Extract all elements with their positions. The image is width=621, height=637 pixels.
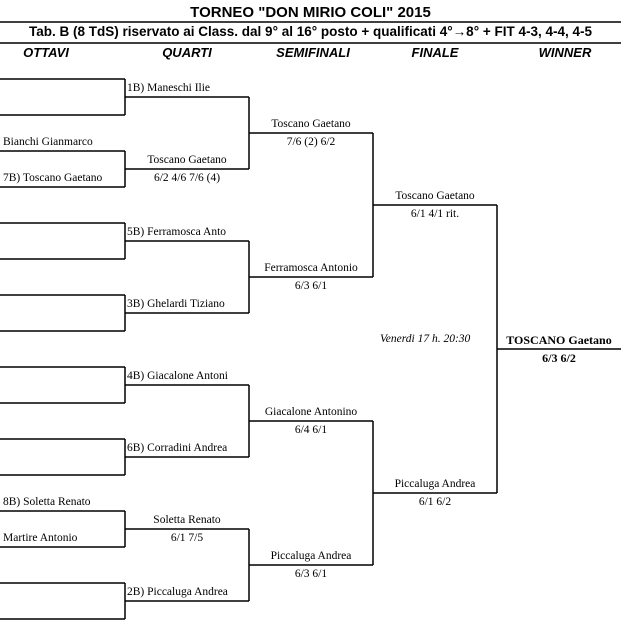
semifinal-player: Giacalone Antonino — [264, 406, 358, 418]
semifinal-score: 7/6 (2) 6/2 — [286, 136, 336, 148]
round-header-semifinali: SEMIFINALI — [276, 45, 350, 60]
round-header-winner: WINNER — [538, 45, 592, 60]
semifinal-score: 6/3 6/1 — [294, 568, 328, 580]
round-header-finale: FINALE — [411, 45, 459, 60]
semifinal-player: Ferramosca Antonio — [264, 262, 358, 274]
tournament-subtitle: Tab. B (8 TdS) riservato ai Class. dal 9… — [28, 24, 593, 39]
quarti-player: 2B) Piccaluga Andrea — [127, 586, 228, 598]
quarti-player: Toscano Gaetano — [147, 154, 227, 166]
ottavi-player: 7B) Toscano Gaetano — [3, 172, 103, 184]
ottavi-player: Martire Antonio — [3, 532, 78, 544]
quarti-player: 1B) Maneschi Ilie — [127, 82, 211, 94]
final-score: 6/1 6/2 — [418, 496, 452, 508]
ottavi-player: 8B) Soletta Renato — [3, 496, 91, 508]
round-header-ottavi: OTTAVI — [23, 45, 69, 60]
quarti-player: 4B) Giacalone Antoni — [127, 370, 228, 382]
semifinal-player: Toscano Gaetano — [271, 118, 351, 130]
quarti-player: Soletta Renato — [153, 514, 221, 526]
quarti-score: 6/2 4/6 7/6 (4) — [153, 172, 221, 184]
final-score: 6/1 4/1 rit. — [410, 208, 460, 220]
winner-name: TOSCANO Gaetano — [506, 333, 612, 347]
quarti-player: 6B) Corradini Andrea — [127, 442, 228, 454]
final-schedule: Venerdi 17 h. 20:30 — [380, 333, 471, 345]
ottavi-player: Bianchi Gianmarco — [3, 136, 93, 148]
winner-score: 6/3 6/2 — [542, 351, 576, 365]
quarti-player: 3B) Ghelardi Tiziano — [127, 298, 225, 310]
tournament-title: TORNEO "DON MIRIO COLI" 2015 — [190, 4, 431, 21]
quarti-player: 5B) Ferramosca Anto — [127, 226, 227, 238]
semifinal-score: 6/3 6/1 — [294, 280, 328, 292]
semifinal-score: 6/4 6/1 — [294, 424, 328, 436]
semifinal-player: Piccaluga Andrea — [270, 550, 352, 562]
round-header-quarti: QUARTI — [162, 45, 212, 60]
final-player: Piccaluga Andrea — [394, 478, 476, 490]
final-player: Toscano Gaetano — [395, 190, 475, 202]
quarti-score: 6/1 7/5 — [170, 532, 204, 544]
